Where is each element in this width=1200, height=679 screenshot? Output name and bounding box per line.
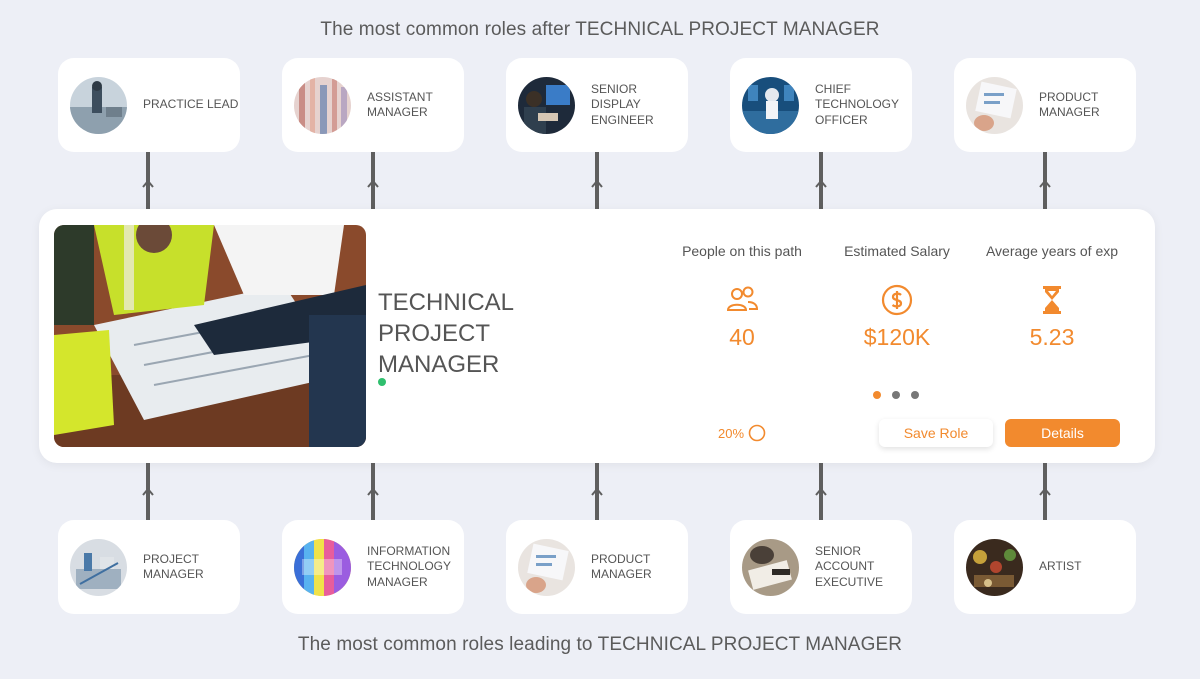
role-avatar (294, 76, 351, 134)
arrow-up-icon (1039, 178, 1051, 190)
previous-role-card[interactable]: PRODUCT MANAGER (506, 520, 688, 614)
stat-salary: Estimated Salary $120K (817, 243, 977, 351)
previous-roles-heading: The most common roles leading to TECHNIC… (297, 634, 903, 655)
carousel-pager (873, 391, 919, 399)
arrow-up-icon (142, 486, 154, 498)
arrow-up-icon (367, 178, 379, 190)
stat-experience: Average years of exp 5.23 (972, 243, 1132, 351)
stat-value: 40 (729, 324, 755, 350)
role-avatar (966, 76, 1023, 134)
arrow-up-icon (367, 486, 379, 498)
role-label: PROJECT MANAGER (143, 551, 204, 582)
role-label: CHIEF TECHNOLOGY OFFICER (815, 81, 899, 127)
stat-value: $120K (863, 324, 931, 350)
role-avatar (518, 538, 575, 596)
next-role-card[interactable]: ASSISTANT MANAGER (282, 58, 464, 152)
arrow-up-icon (591, 486, 603, 498)
path-connector (595, 463, 599, 520)
path-connector (371, 463, 375, 520)
role-label: PRODUCT MANAGER (591, 551, 652, 582)
status-indicator (378, 378, 386, 386)
role-avatar (294, 538, 351, 596)
people-icon (725, 283, 759, 317)
previous-role-card[interactable]: INFORMATION TECHNOLOGY MANAGER (282, 520, 464, 614)
pager-dot[interactable] (892, 391, 900, 399)
role-label: PRACTICE LEAD (143, 97, 239, 112)
progress-ring-icon (748, 424, 766, 442)
next-role-card[interactable]: PRACTICE LEAD (58, 58, 240, 152)
role-avatar (742, 76, 799, 134)
arrow-up-icon (815, 178, 827, 190)
hourglass-icon (1035, 283, 1069, 317)
path-connector (819, 463, 823, 520)
role-label: ARTIST (1039, 559, 1082, 574)
progress-value: 20% (718, 425, 745, 441)
arrow-up-icon (1039, 486, 1051, 498)
path-connector (1043, 463, 1047, 520)
stat-label: People on this path (682, 243, 802, 259)
arrow-up-icon (815, 486, 827, 498)
role-label: PRODUCT MANAGER (1039, 89, 1100, 120)
role-avatar (742, 538, 799, 596)
arrow-up-icon (591, 178, 603, 190)
role-avatar (70, 76, 127, 134)
next-role-card[interactable]: PRODUCT MANAGER (954, 58, 1136, 152)
role-avatar (966, 538, 1023, 596)
stat-label: Estimated Salary (844, 243, 950, 259)
arrow-up-icon (142, 178, 154, 190)
stat-people: People on this path 40 (662, 243, 822, 351)
progress-indicator: 20% (718, 424, 766, 442)
role-avatar (518, 76, 575, 134)
pager-dot-active[interactable] (873, 391, 881, 399)
previous-role-card[interactable]: PROJECT MANAGER (58, 520, 240, 614)
role-label: SENIOR DISPLAY ENGINEER (591, 81, 654, 127)
role-avatar (70, 538, 127, 596)
details-button[interactable]: Details (1005, 419, 1120, 447)
current-role-card: TECHNICAL PROJECT MANAGER People on this… (39, 209, 1155, 463)
next-roles-heading: The most common roles after TECHNICAL PR… (320, 19, 880, 40)
role-label: ASSISTANT MANAGER (367, 89, 433, 120)
role-label: SENIOR ACCOUNT EXECUTIVE (815, 543, 884, 589)
current-role-title: TECHNICAL PROJECT MANAGER (378, 289, 514, 378)
role-label: INFORMATION TECHNOLOGY MANAGER (367, 543, 451, 589)
pager-dot[interactable] (911, 391, 919, 399)
stat-value: 5.23 (1029, 324, 1075, 350)
role-photo (54, 225, 366, 447)
previous-role-card[interactable]: ARTIST (954, 520, 1136, 614)
dollar-icon (880, 283, 914, 317)
save-role-button[interactable]: Save Role (879, 419, 993, 447)
next-role-card[interactable]: CHIEF TECHNOLOGY OFFICER (730, 58, 912, 152)
stat-label: Average years of exp (985, 243, 1119, 259)
path-connector (146, 463, 150, 520)
previous-role-card[interactable]: SENIOR ACCOUNT EXECUTIVE (730, 520, 912, 614)
next-role-card[interactable]: SENIOR DISPLAY ENGINEER (506, 58, 688, 152)
